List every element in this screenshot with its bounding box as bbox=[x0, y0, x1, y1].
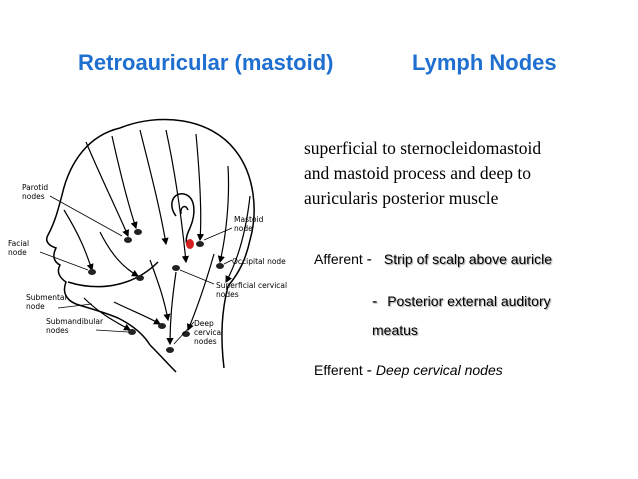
description-line-2: and mastoid process and deep to bbox=[304, 163, 531, 183]
description-line-3: auricularis posterior muscle bbox=[304, 188, 499, 208]
label-occipital: Occipital node bbox=[232, 257, 286, 266]
afferent-row: Afferent - Strip of scalp above auricle bbox=[314, 251, 552, 269]
afferent-item-2-line-1: Posterior external auditory bbox=[387, 293, 551, 309]
efferent-label: Efferent bbox=[314, 362, 363, 378]
afferent-item-2-line-2: meatus bbox=[372, 322, 418, 338]
lymph-vessels bbox=[63, 129, 251, 346]
description: superficial to sternocleidomastoid and m… bbox=[304, 136, 541, 211]
title-part1: Retroauricular (mastoid) bbox=[78, 50, 334, 75]
afferent-dash: - bbox=[366, 251, 372, 268]
afferent-item-2: - Posterior external auditory bbox=[372, 293, 551, 311]
efferent-row: Efferent - Deep cervical nodes bbox=[314, 362, 503, 380]
lymph-nodes bbox=[88, 229, 224, 353]
description-line-1: superficial to sternocleidomastoid bbox=[304, 138, 542, 158]
efferent-dash: - bbox=[366, 362, 372, 379]
title-part2: Lymph Nodes bbox=[412, 50, 557, 75]
afferent-item-1: Strip of scalp above auricle bbox=[383, 251, 552, 267]
mastoid-node-highlight bbox=[186, 239, 194, 249]
head-outline bbox=[45, 118, 255, 373]
afferent-item-2-dash: - bbox=[372, 293, 378, 310]
diagram-label-leaders bbox=[39, 195, 233, 345]
efferent-value: Deep cervical nodes bbox=[375, 362, 503, 378]
afferent-label: Afferent bbox=[314, 251, 363, 267]
